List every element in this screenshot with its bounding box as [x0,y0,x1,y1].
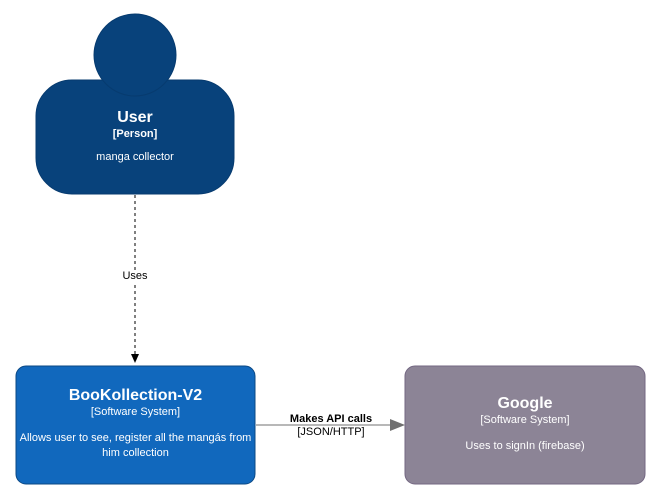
user-description: manga collector [96,151,174,163]
user-head-shape [93,13,177,97]
user-name: User [117,109,153,126]
bookollection-node-text: BooKollection-V2 [Software System] Allow… [16,387,255,461]
api-edge-label: Makes API calls [289,413,373,425]
google-node-text: Google [Software System] Uses to signIn … [405,395,645,454]
google-description: Uses to signIn (firebase) [465,440,585,452]
google-name: Google [497,395,553,412]
api-edge-technology: [JSON/HTTP] [286,426,376,438]
user-person-node[interactable] [35,13,235,195]
google-type: [Software System] [480,414,570,426]
user-type: [Person] [112,128,158,140]
user-node-text: User [Person] manga collector [36,109,234,165]
bookollection-description-line1: Allows user to see, register all the man… [19,432,252,444]
bookollection-name: BooKollection-V2 [68,387,203,404]
uses-edge-label: Uses [115,270,155,282]
google-node-box[interactable] [404,365,646,485]
bookollection-description-line2: him collection [102,447,169,459]
bookollection-type: [Software System] [90,406,181,418]
bookollection-node-box[interactable] [15,365,256,485]
